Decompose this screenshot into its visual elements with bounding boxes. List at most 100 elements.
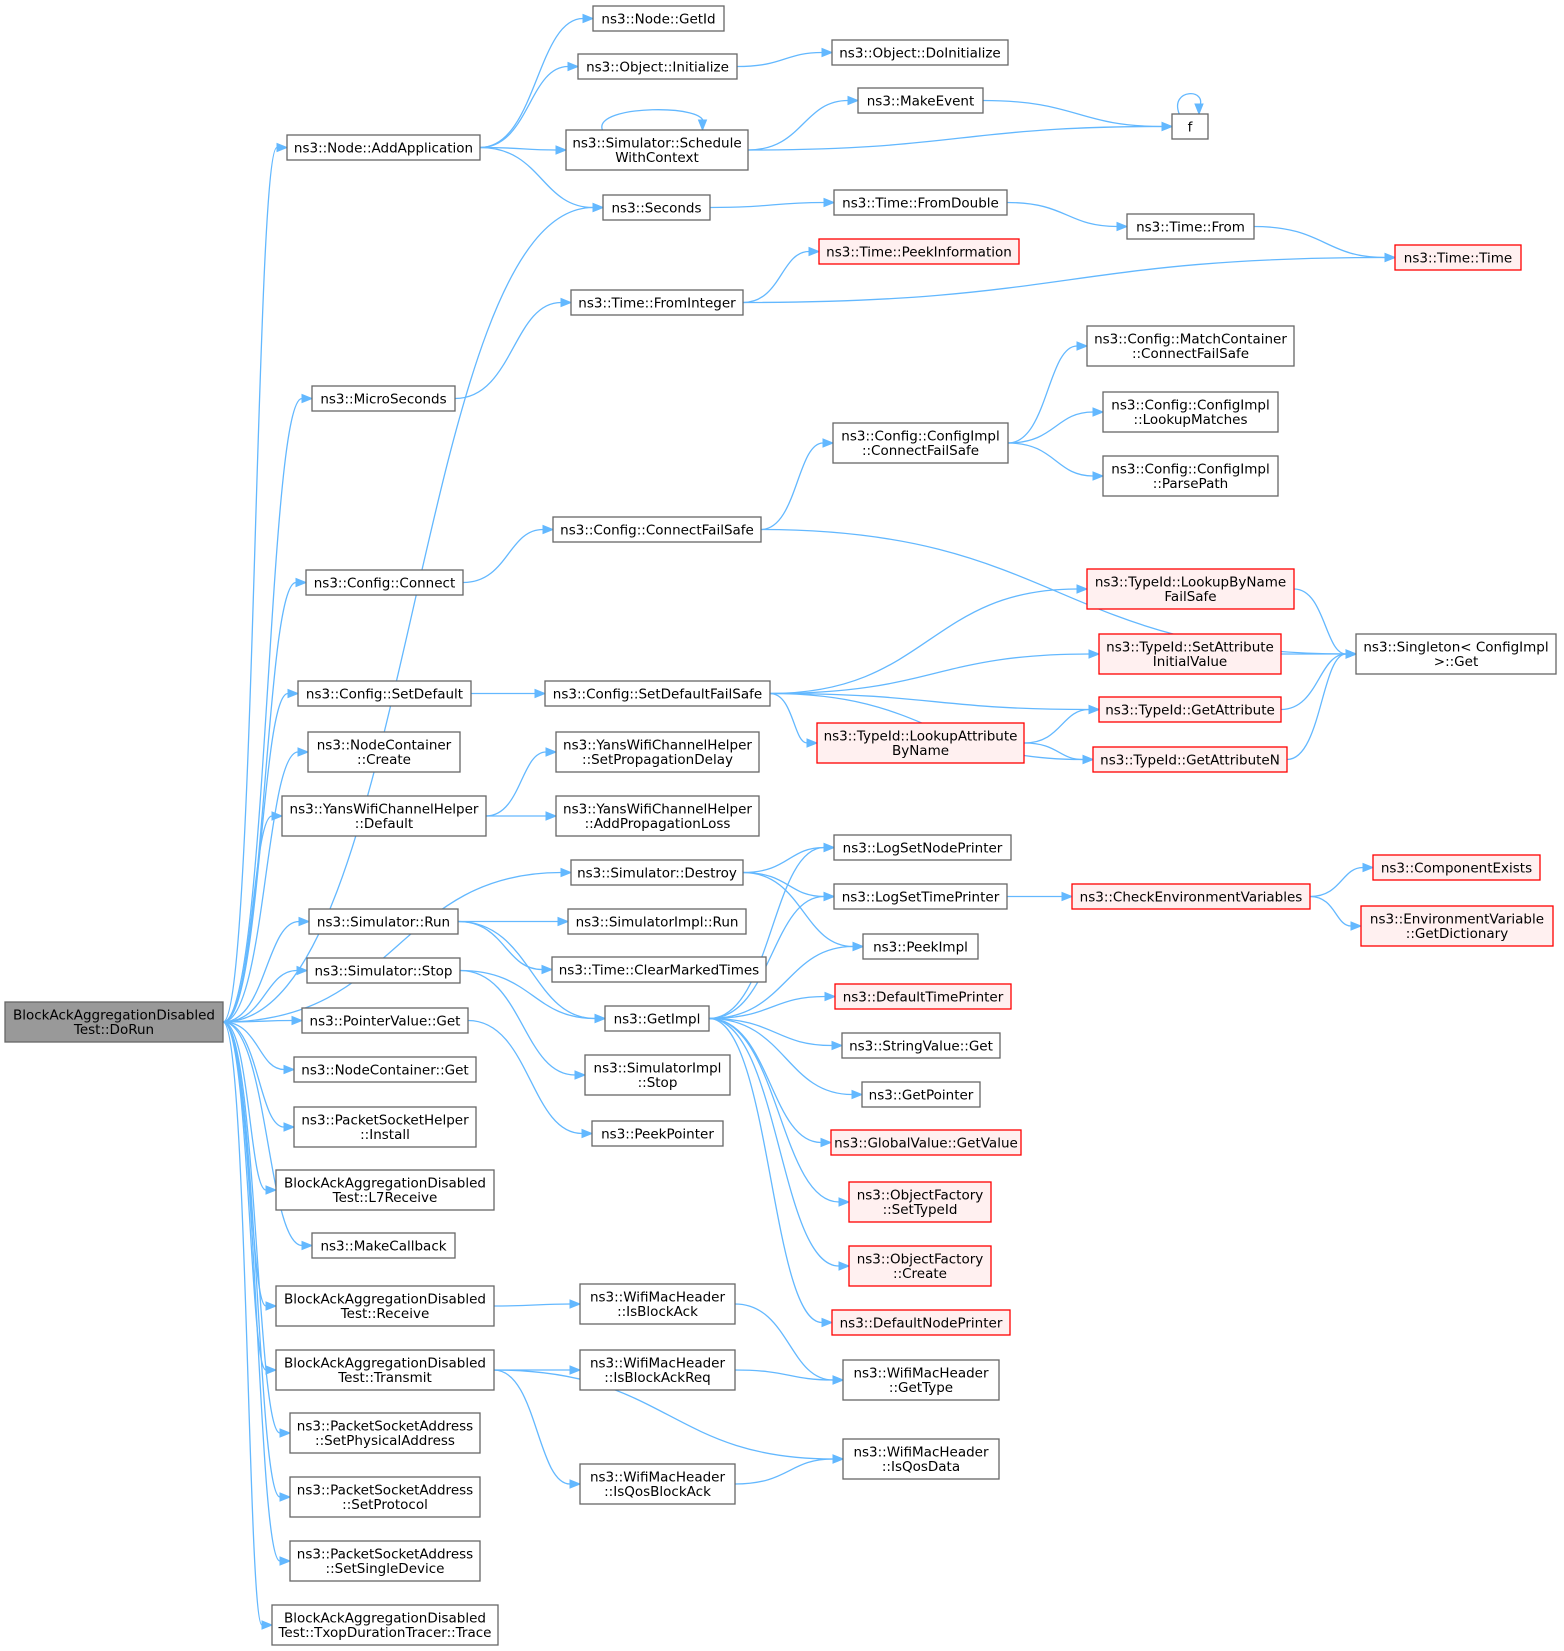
edge-root-to-psasetproto [222,1021,292,1502]
node-ptrget[interactable]: ns3::PointerValue::Get [301,1007,469,1034]
node-componentexists[interactable]: ns3::ComponentExists [1372,854,1541,881]
edge-arrowhead [283,1064,296,1075]
node-nccreate[interactable]: ns3::NodeContainer::Create [307,731,461,773]
node-peekpointer[interactable]: ns3::PeekPointer [591,1120,724,1147]
node-checkenv[interactable]: ns3::CheckEnvironmentVariables [1071,883,1311,910]
node-ncget[interactable]: ns3::NodeContainer::Get [293,1056,477,1083]
node-makeevent[interactable]: ns3::MakeEvent [857,87,984,114]
node-yansaddprop[interactable]: ns3::YansWifiChannelHelper::AddPropagati… [555,795,760,837]
node-psasetsingle[interactable]: ns3::PacketSocketAddress::SetSingleDevic… [289,1540,481,1582]
node-simrun[interactable]: ns3::Simulator::Run [308,908,459,935]
node-getattrn[interactable]: ns3::TypeId::GetAttributeN [1092,746,1288,773]
node-clearmarked[interactable]: ns3::Time::ClearMarkedTimes [551,956,767,983]
node-label: ns3::WifiMacHeader [590,1470,726,1486]
edge-arrowhead [1092,471,1105,481]
edge-arrowhead [1092,407,1105,417]
node-makecallback[interactable]: ns3::MakeCallback [311,1232,456,1259]
node-simimplstop[interactable]: ns3::SimulatorImpl::Stop [584,1054,731,1096]
node-seconds[interactable]: ns3::Seconds [602,194,711,221]
node-logsettime[interactable]: ns3::LogSetTimePrinter [833,883,1008,910]
node-label: ns3::StringValue::Get [849,1038,993,1054]
node-isqosblockack[interactable]: ns3::WifiMacHeader::IsQosBlockAck [579,1463,736,1505]
node-pshinstall[interactable]: ns3::PacketSocketHelper::Install [293,1106,477,1148]
node-gettype[interactable]: ns3::WifiMacHeader::GetType [842,1359,1000,1401]
edge-line [479,146,594,209]
node-l7receive[interactable]: BlockAckAggregationDisabledTest::L7Recei… [275,1169,495,1211]
node-micro[interactable]: ns3::MicroSeconds [311,385,456,412]
node-simstop[interactable]: ns3::Simulator::Stop [306,957,461,984]
node-lookupm[interactable]: ns3::Config::ConfigImpl::LookupMatches [1102,391,1279,433]
edge-getimpl-to-strget [708,1017,844,1051]
node-setdefault[interactable]: ns3::Config::SetDefault [297,680,472,707]
node-addapp[interactable]: ns3::Node::AddApplication [286,134,481,161]
edge-line [709,201,825,209]
node-peekimpl[interactable]: ns3::PeekImpl [862,933,979,960]
node-box [293,1056,477,1083]
node-transmit[interactable]: BlockAckAggregationDisabledTest::Transmi… [275,1349,495,1391]
node-fromdouble[interactable]: ns3::Time::FromDouble [833,189,1008,216]
node-isblockackreq[interactable]: ns3::WifiMacHeader::IsBlockAckReq [579,1349,736,1391]
node-getpointer[interactable]: ns3::GetPointer [861,1081,981,1108]
node-box [1086,325,1295,367]
node-parsepath[interactable]: ns3::Config::ConfigImpl::ParsePath [1102,455,1279,497]
node-txoptrace[interactable]: BlockAckAggregationDisabledTest::TxopDur… [271,1604,499,1646]
node-timetime[interactable]: ns3::Time::Time [1394,244,1522,271]
node-objinit[interactable]: ns3::Object::Initialize [577,53,738,80]
edge-arrowhead [296,965,309,976]
edge-line [769,692,1090,711]
node-getattr[interactable]: ns3::TypeId::GetAttribute [1098,696,1282,723]
node-label: ::SetTypeId [883,1202,958,1218]
node-peekinfo[interactable]: ns3::Time::PeekInformation [818,238,1020,265]
edge-arrowhead [301,1240,314,1251]
edge-receive-to-isblockack [493,1299,582,1309]
edge-line [222,1021,285,1071]
node-f[interactable]: f [1171,113,1209,140]
node-objdoinit[interactable]: ns3::Object::DoInitialize [831,39,1009,66]
node-timefrom[interactable]: ns3::Time::From [1126,213,1255,240]
node-implcfs[interactable]: ns3::Config::ConfigImpl::ConnectFailSafe [832,422,1009,464]
edge-arrowhead [301,393,314,404]
node-yansdefault[interactable]: ns3::YansWifiChannelHelper::Default [281,795,487,837]
node-simdestroy[interactable]: ns3::Simulator::Destroy [570,859,744,886]
node-cfgcfs[interactable]: ns3::Config::ConnectFailSafe [552,516,762,543]
node-psasetproto[interactable]: ns3::PacketSocketAddress::SetProtocol [289,1476,481,1518]
edge-getattr-to-singleton [1280,649,1358,711]
edge-getattrn-to-singleton [1286,649,1358,761]
edge-implcfs-to-parsepath [1007,442,1105,481]
node-logsetnode[interactable]: ns3::LogSetNodePrinter [833,834,1012,861]
node-defnodeprinter[interactable]: ns3::DefaultNodePrinter [831,1309,1011,1336]
node-label: ns3::SimulatorImpl::Run [576,914,739,930]
node-gvgetvalue[interactable]: ns3::GlobalValue::GetValue [830,1129,1022,1156]
node-box [579,1463,736,1505]
node-deftimeprinter[interactable]: ns3::DefaultTimePrinter [834,983,1012,1010]
edge-getimpl-to-logsetnode [708,842,836,1020]
node-envvar[interactable]: ns3::EnvironmentVariable::GetDictionary [1360,905,1554,947]
node-setdefaultfs[interactable]: ns3::Config::SetDefaultFailSafe [544,680,771,707]
node-singleton[interactable]: ns3::Singleton< ConfigImpl >::Get [1355,633,1557,675]
node-simimplrun[interactable]: ns3::SimulatorImpl::Run [567,908,747,935]
edge-line [222,206,594,1023]
node-box [289,1476,481,1518]
node-getid[interactable]: ns3::Node::GetId [592,5,725,32]
node-matchcfs[interactable]: ns3::Config::MatchContainer::ConnectFail… [1086,325,1295,367]
node-getimpl[interactable]: ns3::GetImpl [604,1005,710,1032]
node-label: ns3::EnvironmentVariable [1370,912,1544,928]
node-box [592,5,725,32]
node-fromint[interactable]: ns3::Time::FromInteger [570,289,744,316]
node-isblockack[interactable]: ns3::WifiMacHeader::IsBlockAck [579,1283,736,1325]
edge-line [769,653,1090,695]
node-isqosdata[interactable]: ns3::WifiMacHeader::IsQosData [842,1438,1000,1480]
node-box [551,956,767,983]
node-ofsettypeid[interactable]: ns3::ObjectFactory::SetTypeId [848,1181,992,1223]
node-psasetphys[interactable]: ns3::PacketSocketAddress::SetPhysicalAdd… [289,1412,481,1454]
node-strget[interactable]: ns3::StringValue::Get [841,1032,1001,1059]
node-cfgconnect[interactable]: ns3::Config::Connect [305,569,464,596]
node-ofcreate[interactable]: ns3::ObjectFactory::Create [848,1245,992,1287]
node-yanssetprop[interactable]: ns3::YansWifiChannelHelper::SetPropagati… [555,731,760,773]
